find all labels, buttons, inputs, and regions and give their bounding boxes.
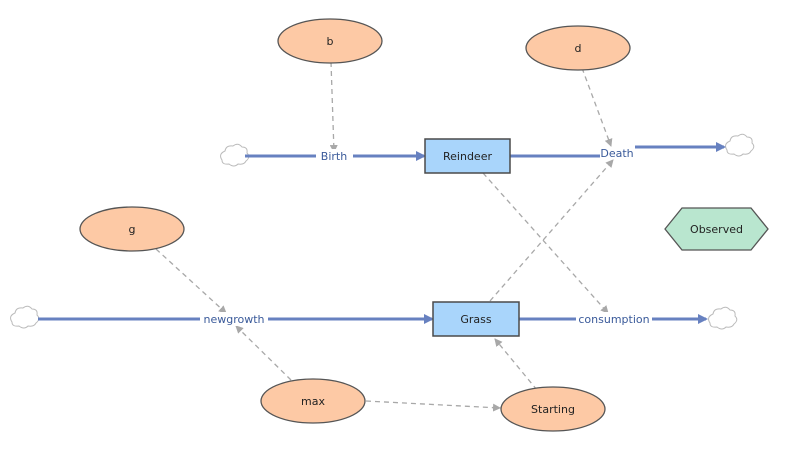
flow-consumption[interactable]: consumption [576,312,652,326]
link-d-to-death [581,67,613,147]
observed-label: Observed [690,223,743,236]
stock-grass[interactable]: Grass [432,301,520,337]
aux-starting[interactable]: Starting [500,386,606,432]
aux-b-label: b [327,35,334,48]
aux-g[interactable]: g [79,206,185,252]
aux-max-label: max [301,395,325,408]
link-starting-to-grass [494,338,538,391]
link-grass-to-death [489,159,614,302]
cloud-icon-consumption-sink [708,306,738,330]
aux-g-label: g [129,223,136,236]
aux-d[interactable]: d [525,25,631,71]
flow-consumption-label: consumption [578,313,649,326]
flow-death[interactable]: Death [598,146,636,160]
aux-max[interactable]: max [260,378,366,424]
stock-grass-label: Grass [460,313,492,326]
link-max-to-newgrowth [235,325,292,381]
stock-reindeer[interactable]: Reindeer [424,138,511,174]
flow-death-label: Death [600,147,633,160]
flow-birth[interactable]: Birth [316,149,353,163]
link-b-to-birth [329,61,338,153]
aux-b[interactable]: b [277,18,383,64]
flow-newgrowth[interactable]: newgrowth [200,312,268,326]
stock-reindeer-label: Reindeer [443,150,492,163]
observed-node[interactable]: Observed [664,207,769,251]
cloud-icon-birth-source [220,143,250,167]
cloud-icon-death-sink [725,133,755,157]
aux-d-label: d [575,42,582,55]
link-reindeer-to-consumption [482,172,609,314]
cloud-icon-newgrowth-source [10,305,40,329]
flow-newgrowth-label: newgrowth [203,313,264,326]
flow-birth-label: Birth [321,150,347,163]
link-max-to-starting [365,400,501,412]
aux-starting-label: Starting [531,403,575,416]
link-g-to-newgrowth [155,248,227,314]
